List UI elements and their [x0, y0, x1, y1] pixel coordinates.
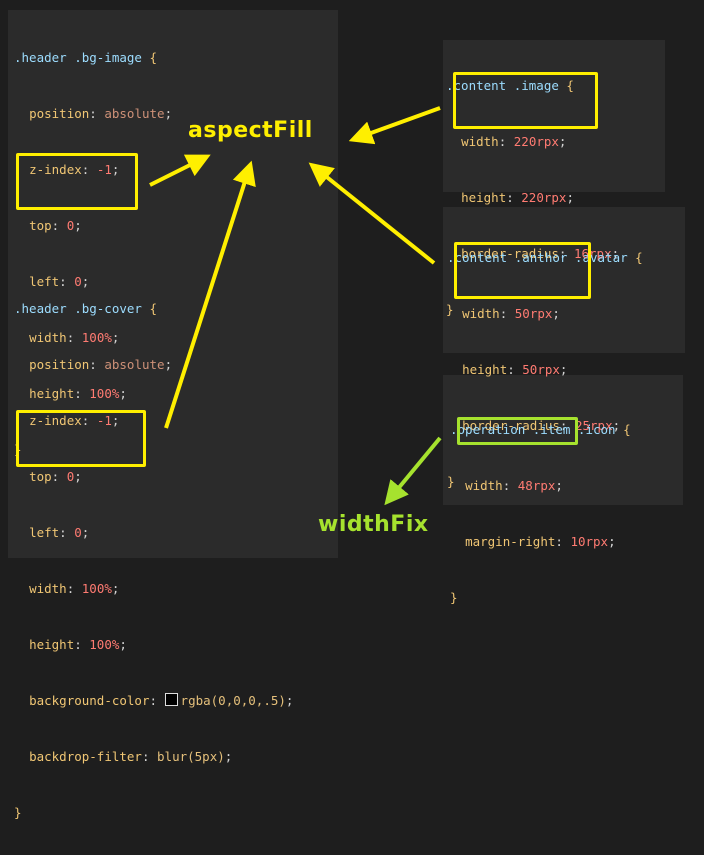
- brace-open: {: [566, 78, 574, 93]
- value: 16rpx: [573, 246, 612, 261]
- value: 50rpx: [522, 362, 560, 377]
- value: absolute: [104, 357, 165, 372]
- value: 0: [66, 469, 75, 484]
- code-panel-content-image: [443, 40, 665, 192]
- code-block-content-image: .content .image { width: 220rpx; height:…: [446, 78, 620, 317]
- selector: .content .image: [446, 78, 559, 93]
- property: background-color: [29, 693, 150, 708]
- property: width: [462, 306, 500, 321]
- brace-close: }: [446, 302, 454, 317]
- property: top: [29, 469, 52, 484]
- value: 0: [66, 218, 75, 233]
- value: 220rpx: [513, 134, 559, 149]
- brace-open: {: [635, 250, 643, 265]
- property: margin-right: [465, 534, 556, 549]
- selector: .header .bg-cover: [14, 301, 142, 316]
- brace-close: }: [450, 590, 458, 605]
- selector: .operation .item .icon: [450, 422, 616, 437]
- highlight-box-bg-cover-size: [16, 410, 146, 467]
- arrow-content-image-to-aspectfill: [348, 106, 441, 145]
- property: top: [29, 218, 52, 233]
- brace-close: }: [14, 805, 22, 820]
- value: 25rpx: [574, 418, 613, 433]
- code-block-icon: .operation .item .icon { width: 48rpx; m…: [450, 422, 631, 605]
- value: 0: [74, 525, 82, 540]
- property: height: [462, 362, 508, 377]
- property: left: [29, 274, 60, 289]
- arrows-overlay: [149, 106, 442, 506]
- value: 48rpx: [517, 478, 556, 493]
- value: blur(5px): [157, 749, 225, 764]
- code-panel-avatar: [443, 207, 685, 353]
- property: width: [29, 330, 67, 345]
- property: width: [461, 134, 499, 149]
- value: rgba(0,0,0,.5): [180, 693, 286, 708]
- color-swatch-icon: [164, 693, 178, 706]
- value: 50rpx: [514, 306, 553, 321]
- property: width: [29, 581, 67, 596]
- arrow-avatar-to-aspectfill: [308, 162, 436, 265]
- value: 10rpx: [570, 534, 609, 549]
- property: width: [465, 478, 503, 493]
- value: 100%: [81, 330, 112, 345]
- selector: .header .bg-image: [14, 50, 142, 65]
- property: z-index: [29, 413, 82, 428]
- value: -1: [96, 162, 112, 177]
- brace-open: {: [149, 50, 157, 65]
- aspect-fill-label: aspectFill: [188, 118, 313, 143]
- value: 100%: [89, 637, 120, 652]
- property: height: [29, 637, 75, 652]
- highlight-box-bg-image-size: [16, 153, 138, 210]
- code-panel-icon: [443, 375, 683, 505]
- property: z-index: [29, 162, 82, 177]
- arrow-bg-cover-to-aspectfill: [164, 160, 256, 429]
- property: height: [461, 190, 507, 205]
- brace-open: {: [623, 422, 631, 437]
- value: absolute: [104, 106, 165, 121]
- highlight-box-avatar-size: [454, 242, 591, 299]
- code-block-bg-image: .header .bg-image { position: absolute; …: [14, 50, 173, 457]
- highlight-box-icon-width: [457, 417, 578, 445]
- brace-close: }: [447, 474, 455, 489]
- brace-open: {: [149, 301, 157, 316]
- property: backdrop-filter: [29, 749, 142, 764]
- value: 0: [74, 274, 82, 289]
- value: 100%: [89, 386, 120, 401]
- value: -1: [96, 413, 112, 428]
- arrow-bg-image-to-aspectfill: [149, 154, 211, 187]
- property: border-radius: [462, 418, 560, 433]
- value: 100%: [81, 581, 112, 596]
- property: left: [29, 525, 60, 540]
- property: position: [29, 106, 90, 121]
- property: border-radius: [461, 246, 559, 261]
- value: 220rpx: [521, 190, 567, 205]
- property: position: [29, 357, 90, 372]
- property: height: [29, 386, 75, 401]
- arrow-icon-to-widthfix: [384, 436, 442, 506]
- highlight-box-content-image-size: [453, 72, 598, 129]
- width-fix-label: widthFix: [318, 512, 429, 537]
